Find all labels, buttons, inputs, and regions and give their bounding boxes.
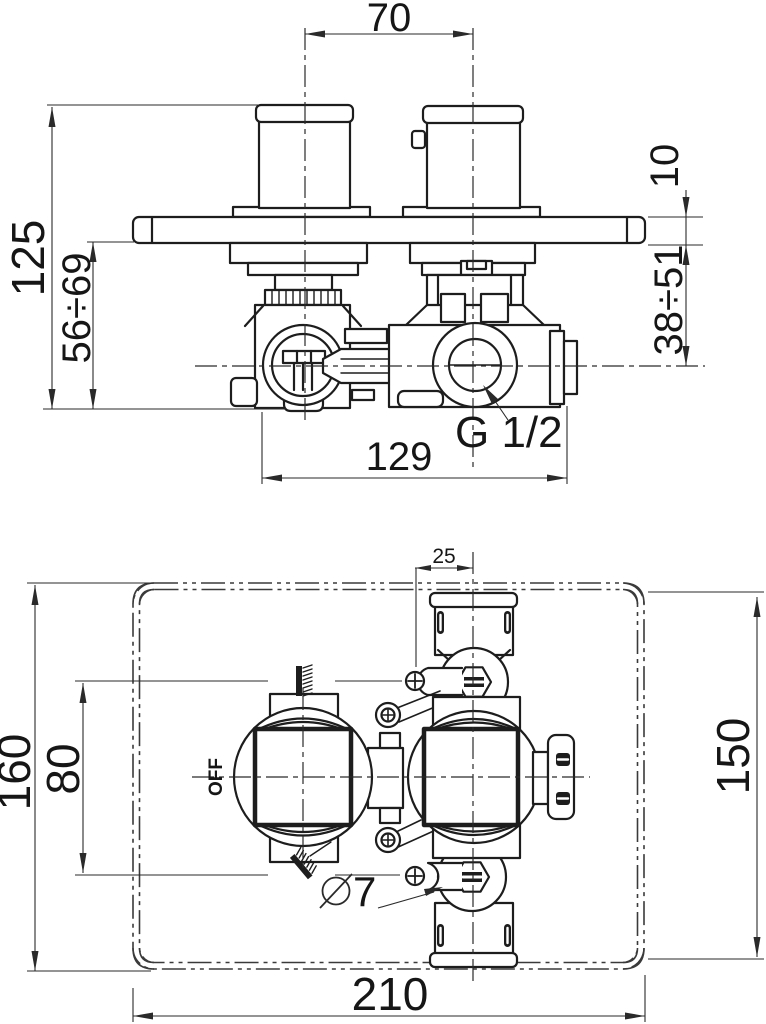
bottom-view-centerlines — [192, 552, 590, 985]
right-handle-button — [410, 129, 427, 150]
label-off: OFF — [206, 758, 227, 796]
wall-plate — [131, 215, 647, 245]
dim-fixing-hole-spacing: 80 — [37, 743, 89, 794]
label-connection-thread: G 1/2 — [455, 408, 563, 457]
dim-plate-thickness: 10 — [643, 144, 687, 189]
right-fitting-1 — [548, 329, 566, 406]
bottom-view-dimensions — [27, 567, 764, 1022]
dim-cutout-height: 150 — [707, 718, 759, 795]
dim-body-depth-range: 38÷51 — [647, 245, 691, 356]
stop-spring-upper — [296, 664, 313, 697]
dim-outlet-offset: 25 — [432, 545, 455, 568]
left-inlet-stub — [229, 376, 259, 408]
dim-plate-width: 210 — [352, 968, 429, 1020]
dim-handle-distance: 70 — [367, 0, 412, 40]
bottom-view-dimension-texts: 25 160 80 150 210 7 OFF — [0, 545, 759, 1020]
dim-overall-depth: 125 — [2, 220, 54, 297]
top-view-body — [131, 103, 647, 413]
dim-fixing-hole-diameter: 7 — [353, 868, 376, 915]
top-view-dimension-texts: 70 125 56÷69 10 38÷51 129 G 1/2 — [2, 0, 691, 479]
top-view-arrowheads — [48, 30, 690, 482]
top-view-dimensions — [43, 33, 703, 484]
bottom-view-body — [232, 591, 576, 969]
dim-body-width: 129 — [366, 435, 433, 479]
bottom-view-arrowheads — [31, 565, 761, 1020]
diameter-symbol — [321, 876, 351, 906]
bottom-plate-outline — [132, 582, 645, 970]
lower-fixing-lug — [426, 861, 464, 892]
dim-mount-depth-range: 56÷69 — [55, 253, 99, 364]
right-fitting-2 — [562, 339, 579, 396]
dim-plate-height: 160 — [0, 734, 40, 811]
top-view-centerlines — [195, 28, 705, 468]
